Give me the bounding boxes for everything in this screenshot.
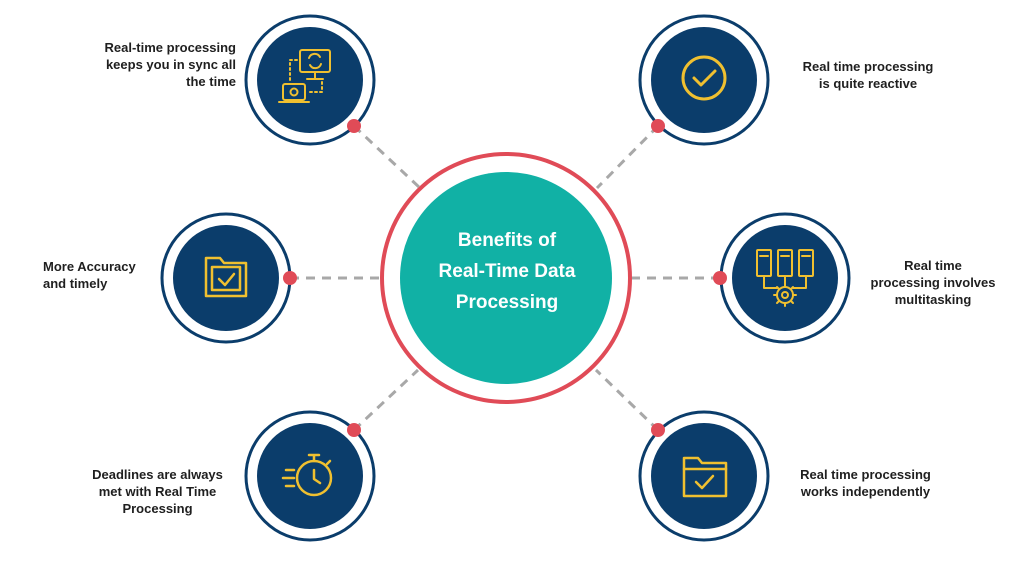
center-circle (400, 172, 612, 384)
connector-bottom-right (594, 368, 660, 432)
benefit-label-deadlines: Deadlines are always met with Real Time … (92, 467, 223, 516)
benefit-node-deadlines (244, 410, 376, 542)
node-dot (651, 119, 665, 133)
benefit-label-sync: Real-time processing keeps you in sync a… (104, 40, 237, 89)
connector-bottom-left (352, 368, 420, 432)
benefit-node-sync (244, 14, 376, 146)
servers-gear-icon (756, 249, 814, 307)
benefit-node-reactive (638, 14, 770, 146)
title-line: Real-Time Data (438, 261, 576, 282)
benefit-node-accuracy (160, 212, 297, 344)
benefit-label-independent: Real time processing works independently (800, 467, 931, 499)
folder-checklist-icon (682, 456, 728, 498)
connector-top-left (352, 124, 422, 190)
node-dot (347, 119, 361, 133)
sync-devices-icon (278, 49, 331, 103)
node-dot (283, 271, 297, 285)
node-disc (173, 225, 279, 331)
stopwatch-icon (281, 453, 333, 497)
node-dot (713, 271, 727, 285)
benefit-label-accuracy: More Accuracy and timely (43, 259, 136, 291)
title-line: Benefits of (457, 230, 557, 251)
benefit-label-reactive: Real time processing is quite reactive (802, 59, 934, 91)
center-hub (380, 152, 632, 404)
node-disc (257, 423, 363, 529)
connector-lines (290, 124, 720, 432)
node-disc (651, 423, 757, 529)
title-line: Processing (455, 292, 559, 313)
benefit-label-multitasking: Real time processing involves multitaski… (870, 258, 996, 307)
diagram-title: Benefits of Real-Time Data Processing (407, 225, 607, 318)
connector-top-right (595, 124, 660, 190)
node-dot (347, 423, 361, 437)
benefit-node-multitasking (713, 212, 851, 344)
node-dot (651, 423, 665, 437)
benefit-node-independent (638, 410, 770, 542)
folder-check-icon (204, 256, 248, 298)
checkmark-circle-icon (681, 55, 727, 101)
